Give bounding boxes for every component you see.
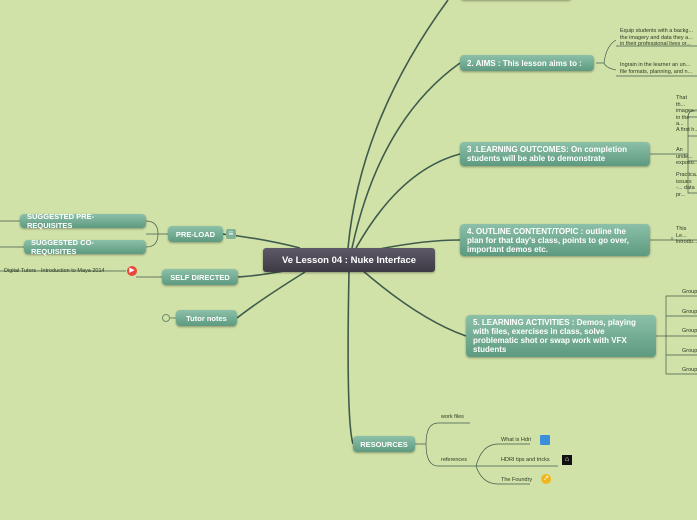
note-icon[interactable]: ≡	[226, 229, 236, 239]
outcomes-leaf-3: An unde... exposu...	[676, 147, 697, 166]
ref-what-is-hdri[interactable]: What is Hdri	[501, 437, 531, 443]
outcomes-leaf-4: Practica... issues -... data pr...	[676, 172, 697, 198]
link-resources	[347, 271, 354, 445]
cube-icon	[540, 435, 550, 445]
self-directed-node[interactable]: SELF DIRECTED	[162, 269, 238, 285]
link-icon: ↗	[541, 474, 551, 484]
aims-leaf-2: Ingrain in the learner an un... file for…	[620, 62, 693, 75]
activities-leaf: Group...	[682, 348, 697, 354]
home-icon: ⌂	[562, 455, 572, 465]
link-tutor	[236, 271, 306, 319]
link-activities	[361, 269, 467, 337]
learning-outcomes-node[interactable]: 3 .LEARNING OUTCOMES: On completion stud…	[460, 142, 650, 166]
ref-the-foundry[interactable]: The Foundry	[501, 477, 533, 483]
link-aims	[351, 62, 461, 249]
references-leaf[interactable]: references	[441, 457, 467, 463]
ref-hdri-tips[interactable]: HDRI tips and tricks	[501, 457, 550, 463]
activities-leaf: Group...	[682, 328, 697, 334]
central-topic[interactable]: Ve Lesson 04 : Nuke Interface	[263, 248, 435, 272]
collapse-icon[interactable]	[162, 314, 170, 322]
preload-node[interactable]: PRE-LOAD	[168, 226, 223, 242]
outline-leaf: This Le... introdu...	[676, 226, 697, 245]
outcomes-leaf-1: That th... images... in the a...	[676, 95, 697, 127]
activities-leaf: Group...	[682, 309, 697, 315]
link-top	[347, 0, 449, 249]
resources-node[interactable]: RESOURCES	[353, 436, 415, 452]
activities-leaf: Group...	[682, 367, 697, 373]
outcomes-leaf-2: A first h...	[676, 127, 697, 133]
tutor-notes-node[interactable]: Tutor notes	[176, 310, 237, 326]
link-outcomes	[355, 153, 461, 249]
self-directed-link[interactable]: Digital Tutors - Introduction to Maya 20…	[4, 268, 105, 274]
play-icon[interactable]: ▶	[127, 266, 137, 276]
work-files-leaf[interactable]: work files	[441, 414, 464, 420]
learning-activities-node[interactable]: 5. LEARNING ACTIVITIES : Demos, playing …	[466, 315, 656, 357]
pre-requisites-node[interactable]: SUGGESTED PRE-REQUISITES	[20, 212, 146, 230]
activities-leaf: Group...	[682, 289, 697, 295]
co-requisites-node[interactable]: SUGGESTED CO-REQUISITES	[24, 238, 146, 256]
aims-leaf-1: Equip students with a backg... the image…	[620, 28, 694, 47]
aims-node[interactable]: 2. AIMS : This lesson aims to :	[460, 55, 594, 71]
outline-content-node[interactable]: 4. OUTLINE CONTENT/TOPIC : outline the p…	[460, 224, 650, 256]
